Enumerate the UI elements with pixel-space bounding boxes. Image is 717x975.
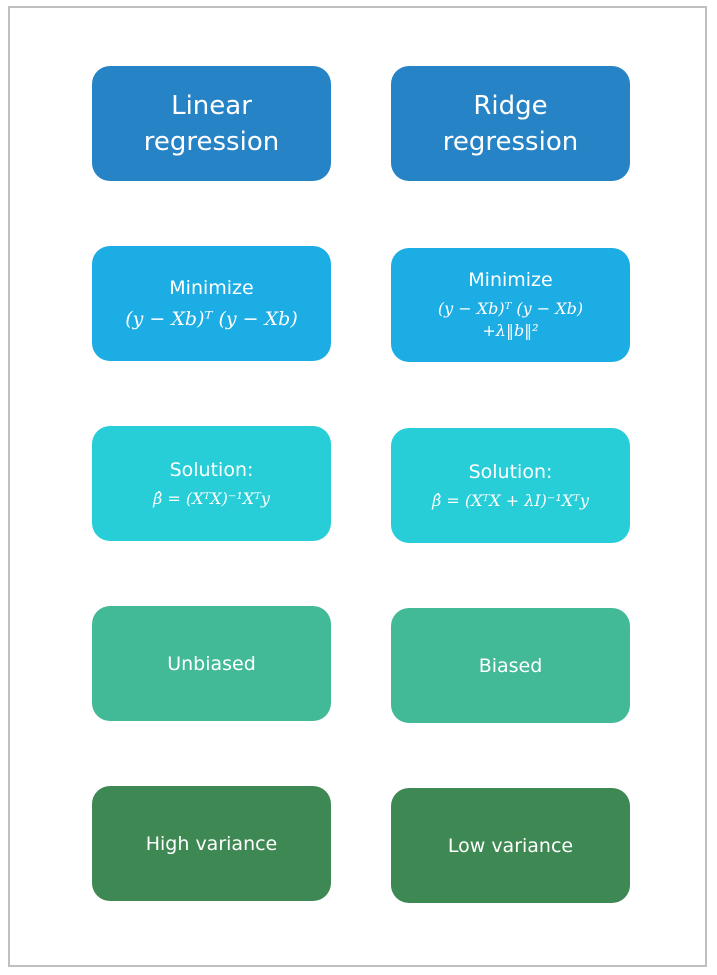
linear-bias-label: Unbiased (167, 652, 256, 675)
ridge-objective-formula-line1: (y − Xb)ᵀ (y − Xb) (437, 299, 584, 318)
ridge-minimize-label: Minimize (468, 269, 553, 291)
ridge-variance-label: Low variance (447, 834, 574, 857)
ridge-objective-formula-line2: +λ‖b‖² (482, 321, 539, 340)
ridge-regression-title: Ridge regression (442, 90, 579, 157)
ridge-regression-title-box: Ridge regression (391, 66, 630, 181)
linear-objective-formula: (y − Xb)ᵀ (y − Xb) (125, 307, 298, 330)
ridge-bias-box: Biased (391, 608, 630, 723)
ridge-bias-label: Biased (478, 654, 543, 677)
linear-solution-label: Solution: (169, 458, 254, 481)
ridge-objective-box: Minimize (y − Xb)ᵀ (y − Xb) +λ‖b‖² (391, 248, 630, 362)
linear-regression-title-box: Linear regression (92, 66, 331, 181)
ridge-variance-box: Low variance (391, 788, 630, 903)
linear-variance-box: High variance (92, 786, 331, 901)
linear-minimize-label: Minimize (169, 276, 254, 299)
ridge-solution-box: Solution: β̂ = (XᵀX + λI)⁻¹Xᵀy (391, 428, 630, 543)
linear-solution-box: Solution: β̂ = (XᵀX)⁻¹Xᵀy (92, 426, 331, 541)
linear-objective-box: Minimize (y − Xb)ᵀ (y − Xb) (92, 246, 331, 361)
linear-regression-title: Linear regression (143, 90, 280, 157)
linear-solution-formula: β̂ = (XᵀX)⁻¹Xᵀy (153, 488, 270, 508)
linear-bias-box: Unbiased (92, 606, 331, 721)
linear-variance-label: High variance (145, 832, 278, 855)
ridge-solution-formula: β̂ = (XᵀX + λI)⁻¹Xᵀy (432, 490, 589, 510)
ridge-solution-label: Solution: (468, 460, 553, 483)
